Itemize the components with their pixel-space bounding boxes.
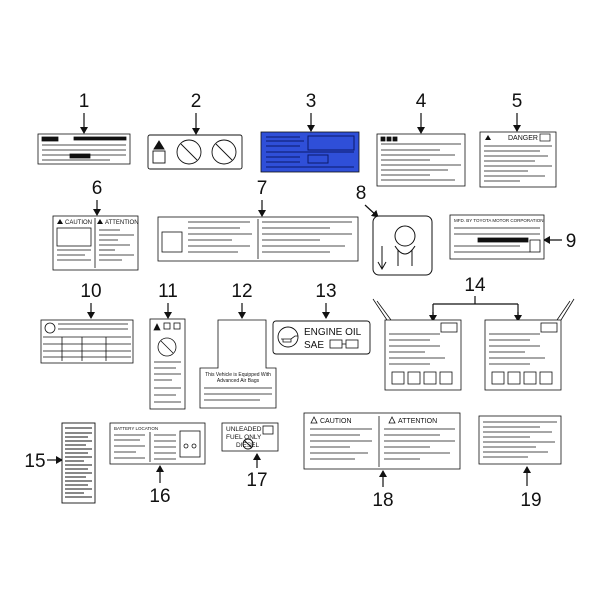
no-child-seat-icon bbox=[176, 139, 202, 165]
strap-right bbox=[560, 298, 575, 321]
callout-5[interactable]: 5 bbox=[512, 91, 523, 112]
strap-left bbox=[372, 298, 388, 321]
label-18[interactable]: CAUTION ATTENTION bbox=[303, 412, 461, 470]
child-seat-icon bbox=[394, 225, 416, 247]
tire-icon bbox=[44, 322, 56, 334]
book-icon bbox=[262, 425, 274, 435]
vehicle-outline-icon bbox=[179, 430, 201, 458]
callout-9[interactable]: 9 bbox=[566, 231, 577, 252]
callout-7[interactable]: 7 bbox=[257, 178, 268, 199]
leader-14-bracket bbox=[432, 296, 519, 320]
label-11[interactable] bbox=[149, 318, 186, 410]
airbag-line-2: Advanced Air Bags bbox=[217, 378, 260, 384]
callout-16[interactable]: 16 bbox=[149, 486, 170, 507]
oil-can-icon bbox=[277, 326, 299, 348]
label-14[interactable] bbox=[372, 298, 575, 391]
caution-heading: CAUTION bbox=[65, 220, 92, 226]
seat-diagram-icon bbox=[161, 231, 183, 253]
label-19[interactable] bbox=[478, 415, 562, 465]
callout-numbers: 1 2 3 4 5 6 7 8 9 10 11 12 13 14 15 16 1… bbox=[24, 91, 576, 511]
callout-4[interactable]: 4 bbox=[416, 91, 427, 112]
no-child-seat-icon-2 bbox=[211, 139, 237, 165]
callout-13[interactable]: 13 bbox=[315, 281, 336, 302]
label-4[interactable] bbox=[376, 133, 466, 187]
attention-heading-18: ATTENTION bbox=[398, 418, 437, 425]
sae-text: SAE bbox=[304, 340, 324, 351]
leader-8 bbox=[364, 204, 379, 218]
label-16[interactable]: BATTERY LOCATION bbox=[109, 422, 206, 465]
callout-17[interactable]: 17 bbox=[246, 470, 267, 491]
no-diesel-icon bbox=[242, 438, 254, 450]
label-5[interactable]: DANGER bbox=[479, 131, 557, 188]
label-1[interactable] bbox=[37, 133, 131, 165]
callout-10[interactable]: 10 bbox=[80, 281, 101, 302]
callout-12[interactable]: 12 bbox=[231, 281, 252, 302]
label-15[interactable] bbox=[61, 422, 96, 504]
callout-15[interactable]: 15 bbox=[24, 451, 45, 472]
caution-heading-18: CAUTION bbox=[320, 418, 352, 425]
label-10[interactable] bbox=[40, 319, 134, 364]
callout-18[interactable]: 18 bbox=[372, 490, 393, 511]
callout-8[interactable]: 8 bbox=[356, 183, 367, 204]
label-12[interactable]: This Vehicle is Equipped With Advanced A… bbox=[199, 319, 277, 409]
danger-heading: DANGER bbox=[508, 135, 538, 142]
battery-location-text: BATTERY LOCATION bbox=[114, 426, 158, 431]
attention-heading: ATTENTION bbox=[105, 220, 139, 226]
callout-19[interactable]: 19 bbox=[520, 490, 541, 511]
callout-14[interactable]: 14 bbox=[464, 275, 486, 296]
label-9[interactable]: MFD. BY TOYOTA MOTOR CORPORATION bbox=[449, 214, 545, 260]
leader-lines bbox=[47, 113, 562, 487]
label-7[interactable] bbox=[157, 216, 359, 262]
airbag-line-1: This Vehicle is Equipped With bbox=[205, 372, 271, 378]
unleaded-line-2: FUEL ONLY bbox=[226, 434, 262, 441]
no-child-seat-icon-11 bbox=[157, 337, 177, 357]
warning-triangle-icon bbox=[153, 140, 165, 150]
unleaded-line-1: UNLEADED bbox=[226, 426, 262, 433]
callout-6[interactable]: 6 bbox=[92, 178, 103, 199]
manufacturer-line: MFD. BY TOYOTA MOTOR CORPORATION bbox=[454, 218, 544, 223]
engine-oil-text: ENGINE OIL bbox=[304, 327, 362, 338]
label-3[interactable] bbox=[260, 131, 360, 173]
unleaded-line-3: DIESEL bbox=[236, 442, 260, 449]
callout-2[interactable]: 2 bbox=[191, 91, 202, 112]
callout-11[interactable]: 11 bbox=[158, 281, 178, 302]
callout-1[interactable]: 1 bbox=[79, 91, 90, 112]
label-13[interactable]: ENGINE OIL SAE bbox=[272, 320, 371, 355]
label-6[interactable]: CAUTION ATTENTION bbox=[52, 215, 139, 271]
label-8[interactable] bbox=[372, 215, 433, 276]
callout-3[interactable]: 3 bbox=[306, 91, 317, 112]
label-2[interactable] bbox=[147, 134, 243, 170]
label-17[interactable]: UNLEADED FUEL ONLY DIESEL bbox=[221, 422, 279, 452]
